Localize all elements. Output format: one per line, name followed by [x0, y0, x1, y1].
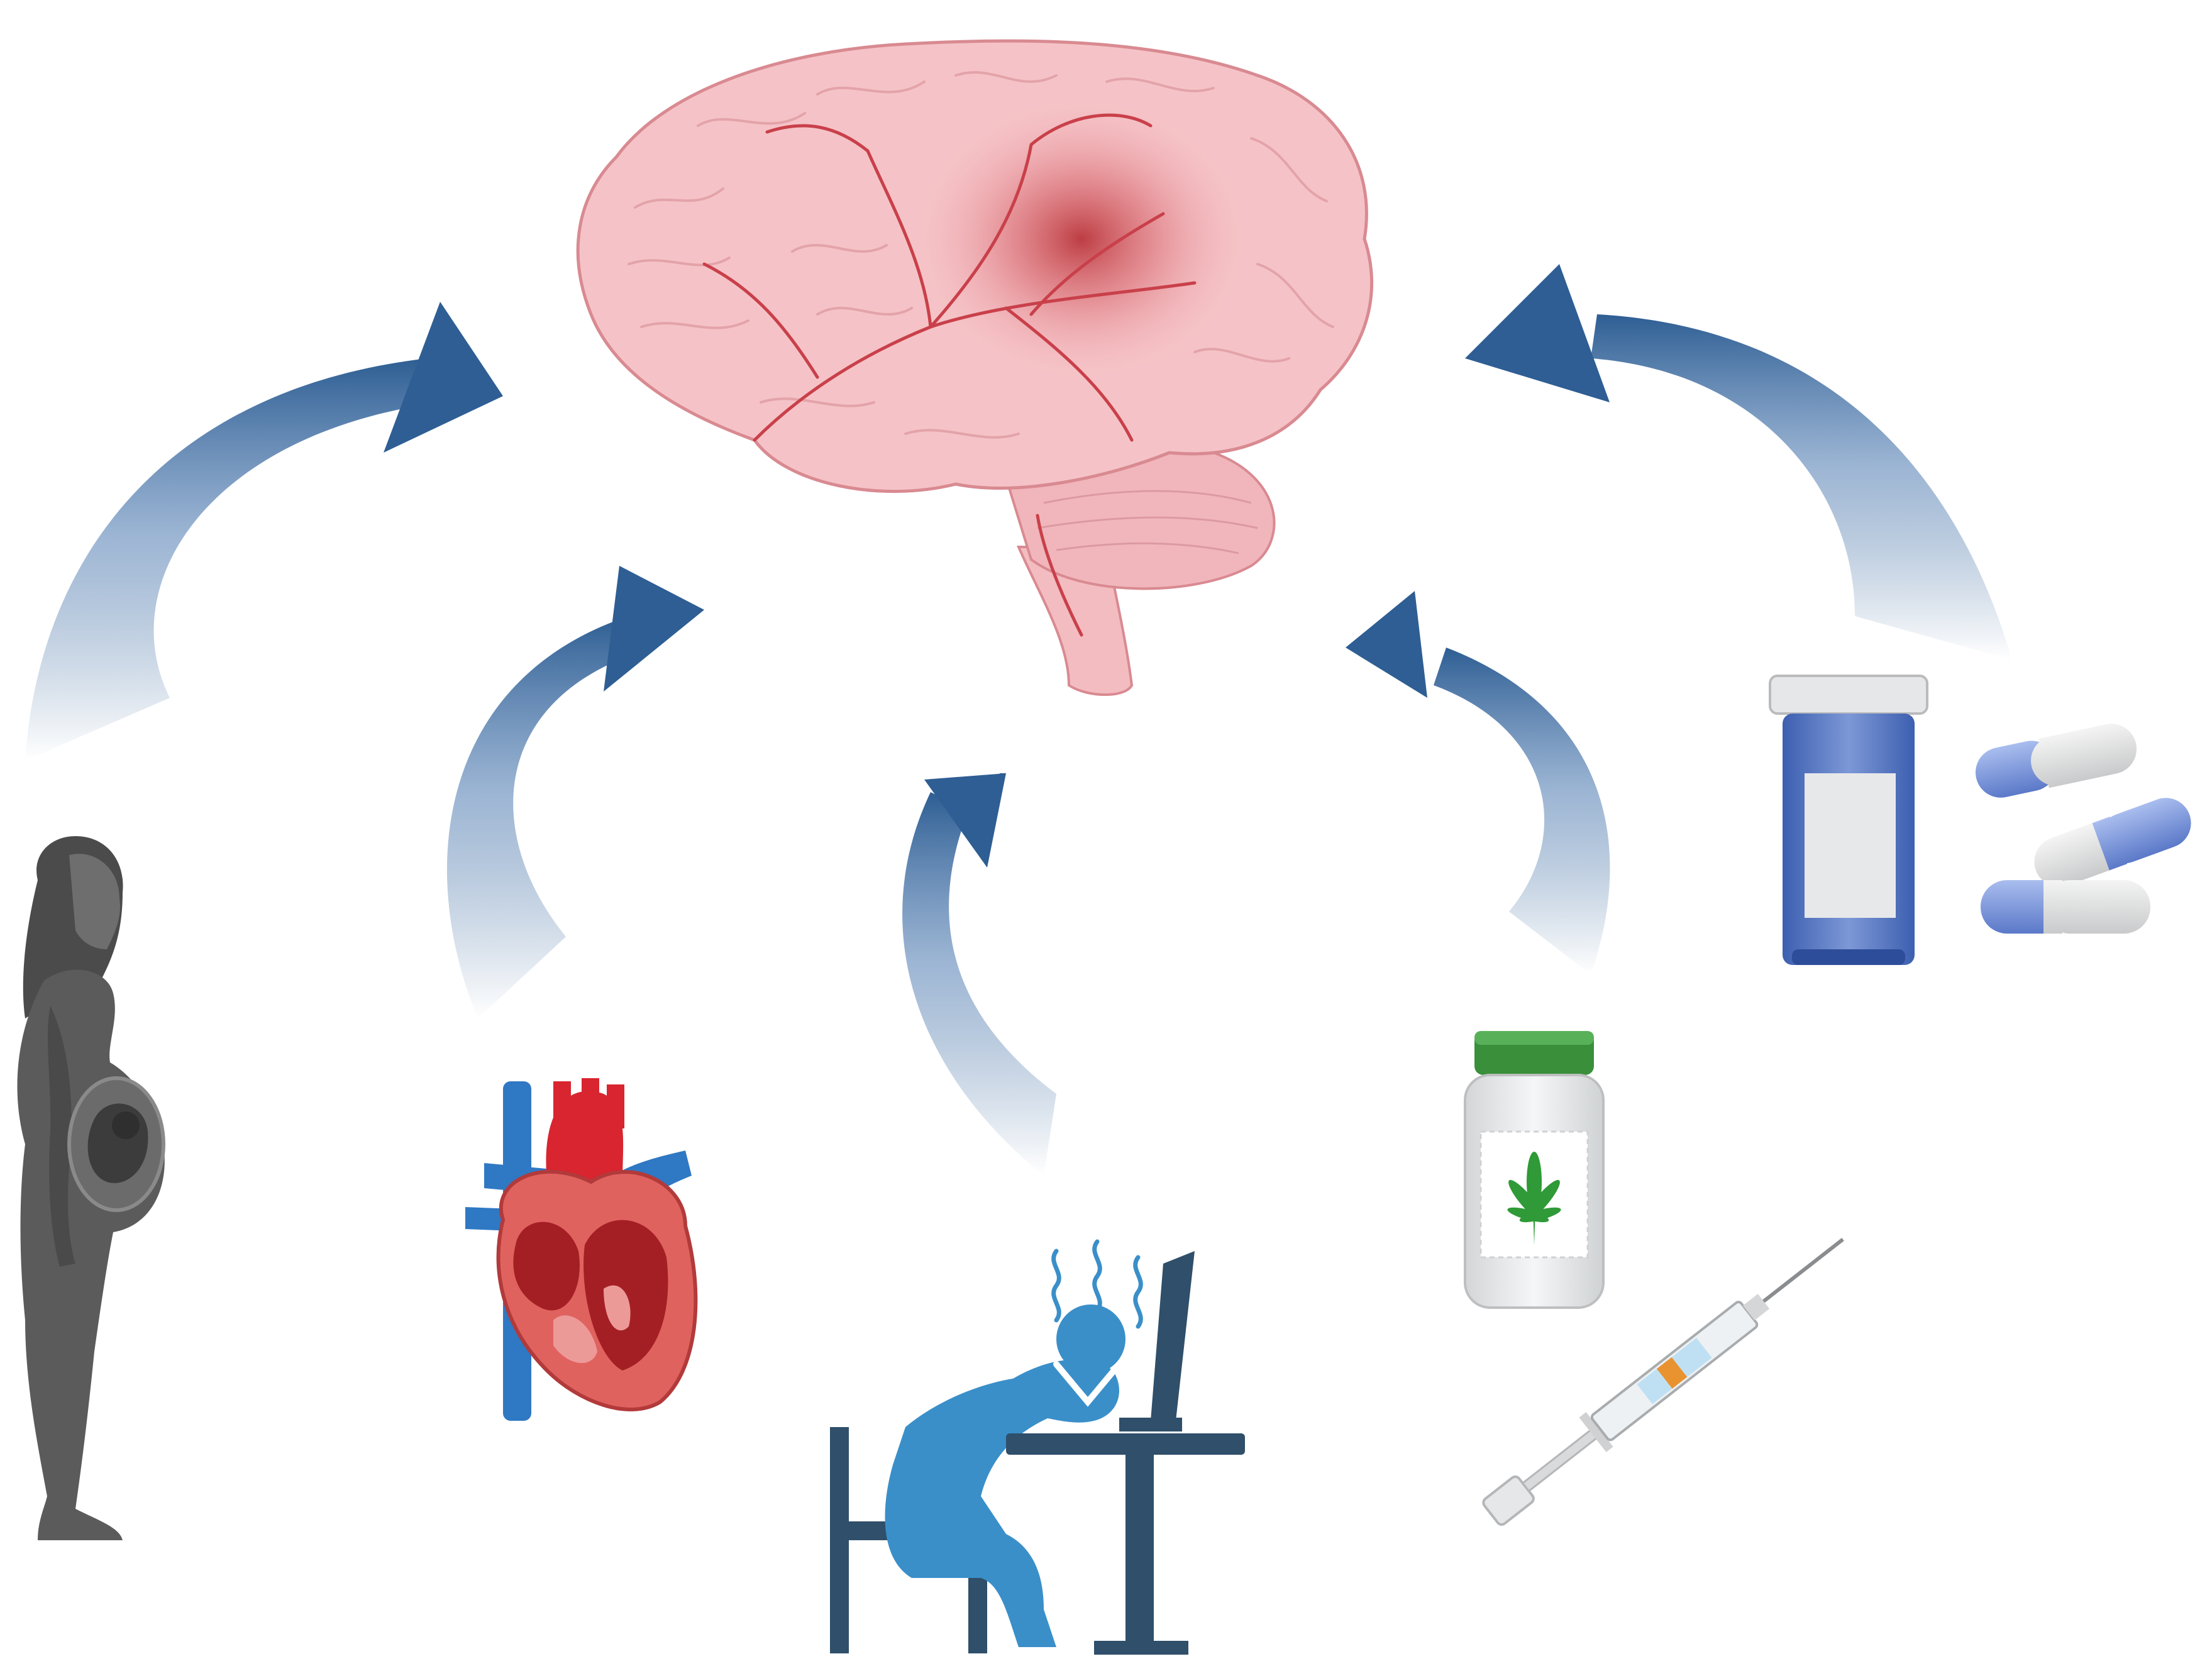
arrow-stress-to-brain [902, 773, 1056, 1176]
arrow-pregnancy-to-brain [25, 302, 503, 761]
stressed-worker-icon [830, 1239, 1245, 1655]
cannabis-leaf-icon [1507, 1152, 1561, 1245]
arrow-medication-to-brain [1465, 264, 2012, 660]
capsules-icon [1975, 724, 2191, 934]
arrow-substances-to-brain [1346, 591, 1610, 974]
pregnant-woman-icon [17, 836, 165, 1540]
arrow-heart-to-brain [446, 566, 704, 1018]
brain-icon [576, 39, 1373, 696]
arrows [25, 264, 2012, 1176]
pill-bottle-icon [1769, 675, 1928, 965]
heart-icon [465, 1078, 698, 1421]
syringe-icon [1482, 1238, 1844, 1526]
cannabis-bottle-icon [1464, 1031, 1605, 1309]
